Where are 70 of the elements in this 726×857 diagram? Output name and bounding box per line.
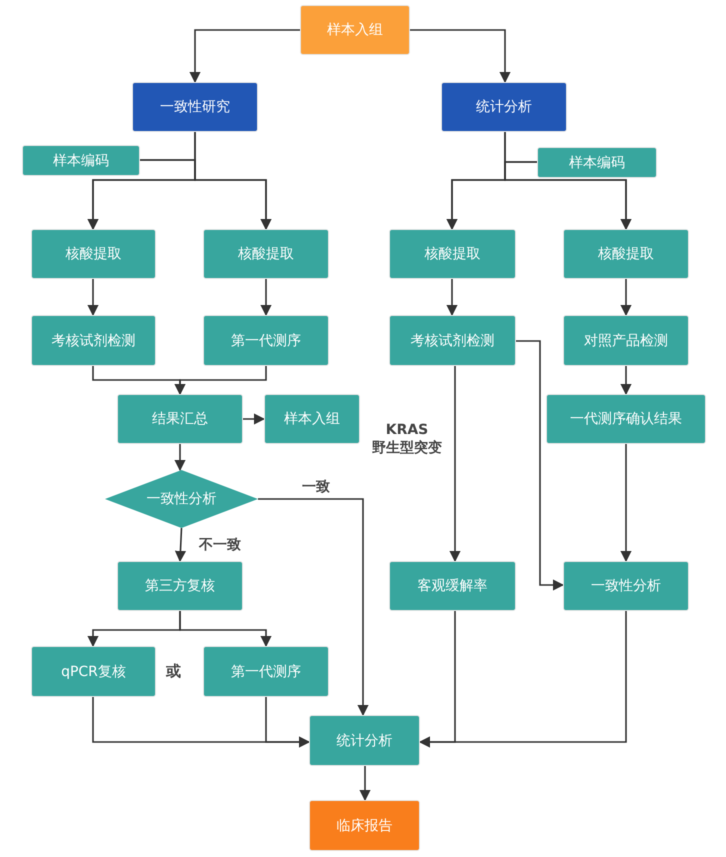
arrow xyxy=(449,366,461,562)
process-box xyxy=(117,561,243,611)
node-label: 样本入组 xyxy=(284,410,340,428)
process-box xyxy=(31,646,156,697)
node-label: 第一代测序 xyxy=(231,332,301,350)
node-label: 核酸提取 xyxy=(66,245,122,263)
node-label: 对照产品检测 xyxy=(584,332,668,350)
process-box xyxy=(203,646,329,697)
process-box xyxy=(264,394,360,444)
process-box xyxy=(203,229,329,279)
arrow xyxy=(620,366,632,396)
process-box xyxy=(546,394,706,444)
node-label: 一致性分析 xyxy=(591,577,661,595)
node-label: 一致性研究 xyxy=(160,98,230,116)
arrow xyxy=(258,498,369,716)
process-box xyxy=(441,82,567,132)
process-box xyxy=(300,5,410,55)
arrow xyxy=(516,340,564,591)
process-box xyxy=(563,315,689,366)
node-label: 结果汇总 xyxy=(152,410,208,428)
node-label: 临床报告 xyxy=(336,816,392,834)
node-label: 考核试剂检测 xyxy=(52,332,136,350)
process-box xyxy=(132,82,258,132)
arrow xyxy=(87,279,99,316)
process-box xyxy=(563,561,689,611)
process-box xyxy=(117,394,243,444)
process-box xyxy=(537,147,657,178)
node-label: 考核试剂检测 xyxy=(410,332,494,350)
process-box xyxy=(563,229,689,279)
node-label: 一致性分析 xyxy=(146,490,216,508)
note-label: 或 xyxy=(166,662,181,682)
arrow xyxy=(446,279,458,316)
arrow xyxy=(359,766,371,802)
node-label: 核酸提取 xyxy=(238,245,294,263)
node-label: 第三方复核 xyxy=(145,577,215,595)
process-box xyxy=(309,715,420,766)
process-box xyxy=(31,229,156,279)
arrow xyxy=(174,366,267,396)
node-label: 核酸提取 xyxy=(598,245,654,263)
process-box xyxy=(31,315,156,366)
arrow xyxy=(179,611,272,648)
node-label: qPCR复核 xyxy=(61,662,126,680)
process-box xyxy=(203,315,329,366)
node-label: 样本入组 xyxy=(327,21,383,39)
node-label: 样本编码 xyxy=(569,154,625,172)
node-label: 核酸提取 xyxy=(424,245,480,263)
node-label: 客观缓解率 xyxy=(418,577,488,595)
process-box xyxy=(389,561,516,611)
arrow xyxy=(260,279,272,316)
arrow xyxy=(243,413,266,425)
arrow xyxy=(265,697,310,748)
node-label: 统计分析 xyxy=(476,98,532,116)
node-label: 第一代测序 xyxy=(231,662,301,680)
arrow xyxy=(620,279,632,316)
arrow xyxy=(174,528,186,562)
arrow xyxy=(504,161,632,230)
process-box xyxy=(389,315,516,366)
node-label: 统计分析 xyxy=(336,732,392,750)
arrow xyxy=(620,444,632,562)
decision-diamond xyxy=(105,470,258,528)
arrow xyxy=(410,29,511,84)
process-box xyxy=(22,145,140,176)
node-label: 样本编码 xyxy=(53,152,109,170)
arrow xyxy=(418,611,627,748)
node-label: 一代测序确认结果 xyxy=(570,410,682,428)
arrow xyxy=(140,159,272,230)
process-box xyxy=(389,229,516,279)
arrow xyxy=(174,444,186,472)
arrow xyxy=(189,29,300,84)
process-box xyxy=(309,800,420,851)
